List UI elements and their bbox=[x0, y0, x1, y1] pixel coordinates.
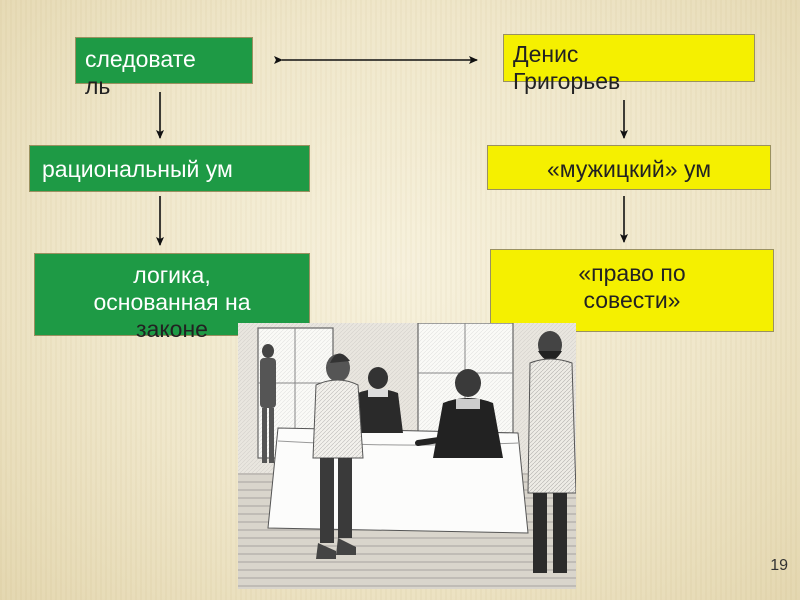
muzhik-mind-text: «мужицкий» ум bbox=[546, 156, 712, 182]
page-number: 19 bbox=[770, 557, 788, 574]
investigator-text-line-2: ль bbox=[85, 73, 111, 99]
muzhik-mind-box: «мужицкий» ум bbox=[487, 145, 771, 190]
logic-text-line-2: основанная на bbox=[93, 289, 251, 315]
conscience-text-line-2: совести» bbox=[583, 287, 681, 313]
engraving-courtroom-scene-icon bbox=[238, 323, 576, 589]
denis-text-line-1: Денис bbox=[513, 41, 579, 67]
logic-text-line-3: законе bbox=[136, 316, 208, 342]
rational-mind-text: рациональный ум bbox=[42, 156, 233, 182]
investigator-box: следовате ль bbox=[75, 37, 253, 99]
conscience-text-line-1: «право по bbox=[578, 260, 686, 286]
logic-text-line-1: логика, bbox=[133, 262, 211, 288]
logic-box: логика, основанная на законе bbox=[34, 253, 310, 342]
conscience-box: «право по совести» bbox=[490, 249, 774, 332]
denis-box: Денис Григорьев bbox=[503, 34, 755, 94]
courtroom-illustration bbox=[238, 323, 576, 589]
denis-text-line-2: Григорьев bbox=[513, 68, 621, 94]
investigator-text-line-1: следовате bbox=[85, 46, 196, 72]
rational-mind-box: рациональный ум bbox=[29, 145, 310, 192]
